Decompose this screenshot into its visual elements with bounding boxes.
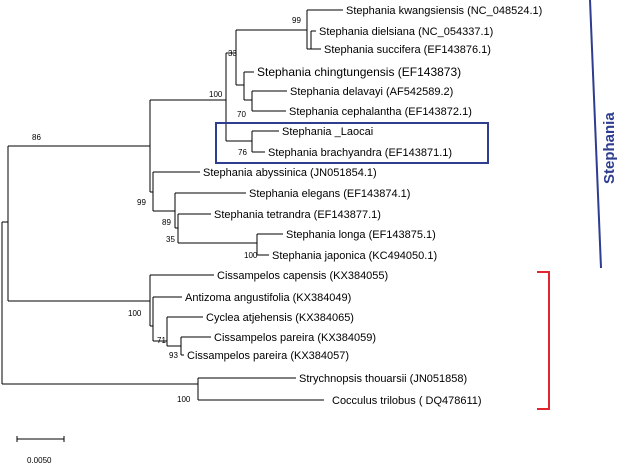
taxon-label: Stephania cephalantha (EF143872.1) xyxy=(289,106,472,118)
bootstrap-value: 86 xyxy=(32,133,41,142)
taxon-label: Antizoma angustifolia (KX384049) xyxy=(185,292,351,304)
taxon-label: Stephania succifera (EF143876.1) xyxy=(324,44,491,56)
bootstrap-values: 99 33 100 70 76 86 99 89 35 100 100 71 9… xyxy=(32,16,301,404)
bootstrap-value: 100 xyxy=(128,309,142,318)
outgroup-bracket xyxy=(537,271,550,410)
laocai-highlight-box xyxy=(215,122,489,164)
bootstrap-value: 100 xyxy=(244,251,258,260)
scale-bar-line xyxy=(16,436,65,442)
taxon-labels: Stephania kwangsiensis (NC_048524.1) Ste… xyxy=(185,5,542,407)
taxon-label: Stephania _Laocai xyxy=(282,126,373,138)
bootstrap-value: 33 xyxy=(228,49,237,58)
taxon-label: Stephania dielsiana (NC_054337.1) xyxy=(319,26,493,38)
taxon-label: Cyclea atjehensis (KX384065) xyxy=(206,312,354,324)
taxon-label: Strychnopsis thouarsii (JN051858) xyxy=(299,373,467,385)
taxon-label: Stephania elegans (EF143874.1) xyxy=(249,188,410,200)
taxon-label: Stephania chingtungensis (EF143873) xyxy=(257,65,461,79)
bootstrap-value: 89 xyxy=(162,218,171,227)
taxon-label: Cissampelos capensis (KX384055) xyxy=(217,270,388,282)
bootstrap-value: 99 xyxy=(292,16,301,25)
bootstrap-value: 99 xyxy=(137,198,146,207)
bootstrap-value: 100 xyxy=(177,395,191,404)
stephania-clade-label: Stephania xyxy=(601,112,618,184)
bootstrap-value: 71 xyxy=(157,336,166,345)
taxon-label: Cocculus trilobus ( DQ478611) xyxy=(332,395,482,407)
scale-bar: 0.0050 xyxy=(16,436,65,465)
bootstrap-value: 100 xyxy=(209,90,223,99)
taxon-label: Stephania japonica (KC494050.1) xyxy=(272,250,437,262)
bootstrap-value: 93 xyxy=(169,351,178,360)
taxon-label: Cissampelos pareira (KX384057) xyxy=(187,350,349,362)
taxon-label: Stephania delavayi (AF542589.2) xyxy=(290,86,453,98)
tree-branches xyxy=(1,9,343,401)
taxon-label: Cissampelos pareira (KX384059) xyxy=(214,332,376,344)
taxon-label: Stephania kwangsiensis (NC_048524.1) xyxy=(346,5,542,17)
taxon-label: Stephania abyssinica (JN051854.1) xyxy=(203,167,377,179)
taxon-label: Stephania longa (EF143875.1) xyxy=(286,229,436,241)
taxon-label: Stephania tetrandra (EF143877.1) xyxy=(214,209,381,221)
scale-bar-label: 0.0050 xyxy=(27,456,52,465)
bootstrap-value: 76 xyxy=(238,148,247,157)
bootstrap-value: 35 xyxy=(166,235,175,244)
stephania-clade-bar xyxy=(589,0,602,269)
taxon-label: Stephania brachyandra (EF143871.1) xyxy=(268,147,452,159)
bootstrap-value: 70 xyxy=(237,110,246,119)
